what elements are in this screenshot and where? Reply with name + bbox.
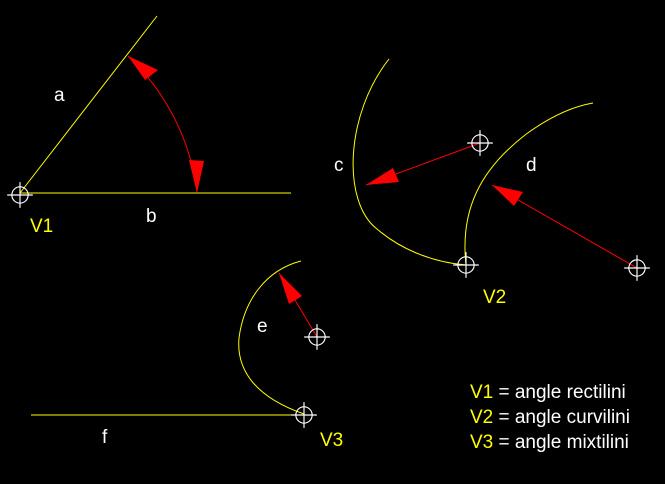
- legend-text: = angle mixtilini: [493, 432, 629, 453]
- curve-c: [352, 58, 467, 266]
- label-d: d: [526, 155, 537, 176]
- label-a: a: [54, 85, 65, 106]
- legend-text: = angle rectilini: [493, 382, 626, 403]
- legend-row-v3: V3 = angle mixtilini: [433, 432, 655, 453]
- curve-d: [464, 102, 594, 266]
- arrowhead-icon: [189, 160, 204, 193]
- vertex-label-v3: V3: [320, 430, 343, 451]
- vertex-label-v1: V1: [30, 216, 53, 237]
- legend-vertex: V2: [470, 407, 493, 428]
- legend-vertex: V3: [470, 432, 493, 453]
- legend-row-v2: V2 = angle curvilini: [433, 407, 656, 428]
- arrowhead-icon: [492, 185, 523, 206]
- crosshair-circle-icon: [466, 129, 494, 157]
- legend: V1 = angle rectilini V2 = angle curvilin…: [433, 382, 656, 453]
- curve-e: [238, 260, 305, 415]
- crosshair-circle-icon: [290, 401, 318, 429]
- crosshair-circle-icon: [452, 251, 480, 279]
- arrowhead-icon: [279, 273, 302, 304]
- label-c: c: [334, 155, 344, 176]
- label-e: e: [257, 316, 268, 337]
- vertex-label-v2: V2: [483, 287, 506, 308]
- legend-row-v1: V1 = angle rectilini: [433, 382, 652, 403]
- label-b: b: [146, 206, 157, 227]
- arrowhead-icon: [366, 168, 399, 185]
- crosshair-circle-icon: [303, 323, 331, 351]
- arrowhead-icon: [128, 56, 158, 80]
- line-a: [19, 15, 158, 194]
- legend-vertex: V1: [470, 382, 493, 403]
- angle-arc-v1: [127, 55, 198, 193]
- crosshair-circle-icon: [623, 254, 651, 282]
- crosshair-circle-icon: [6, 181, 34, 209]
- label-f: f: [102, 427, 108, 448]
- legend-text: = angle curvilini: [493, 407, 630, 428]
